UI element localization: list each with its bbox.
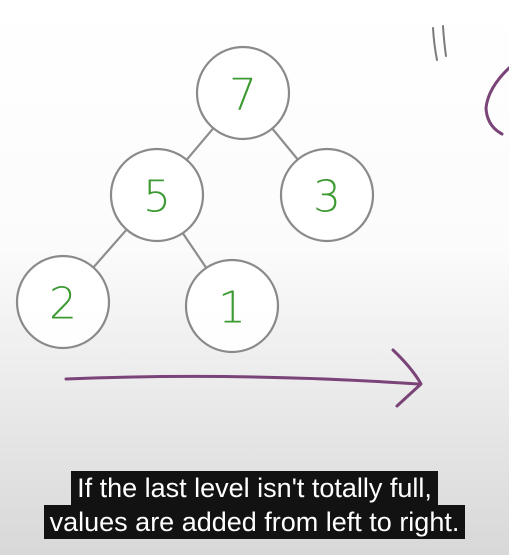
tree-node-right: 3 — [279, 147, 375, 243]
subtitle-caption: If the last level isn't totally full, va… — [0, 471, 509, 539]
tree-edge-left-left-left — [92, 228, 128, 269]
tree-nodes: 7 5 3 2 1 — [15, 45, 375, 354]
tree-edges — [92, 127, 299, 269]
tree-node-label: 1 — [218, 283, 246, 334]
caption-line-2: values are added from left to right. — [43, 505, 466, 539]
tree-node-circle — [195, 45, 291, 141]
tree-node-circle — [184, 258, 280, 354]
partial-parenthesis-stroke — [484, 66, 509, 136]
tree-node-circle — [15, 254, 111, 350]
tree-node-label: 3 — [313, 172, 341, 223]
tree-node-label: 7 — [229, 70, 257, 121]
tree-node-left-left: 2 — [15, 254, 111, 350]
tree-node-left-right: 1 — [184, 258, 280, 354]
tree-node-root: 7 — [195, 45, 291, 141]
caption-line-1: If the last level isn't totally full, — [71, 471, 438, 505]
tree-edge-root-left — [185, 127, 215, 161]
left-to-right-arrow-icon — [64, 348, 423, 408]
tree-node-circle — [109, 147, 205, 243]
tree-edge-root-right — [271, 127, 299, 161]
tree-edge-left-left-right — [181, 232, 208, 269]
tree-node-label: 2 — [49, 279, 77, 330]
tree-node-label: 5 — [143, 172, 171, 223]
tree-node-circle — [279, 147, 375, 243]
tree-node-left: 5 — [109, 147, 205, 243]
quote-mark-icon — [432, 25, 447, 61]
